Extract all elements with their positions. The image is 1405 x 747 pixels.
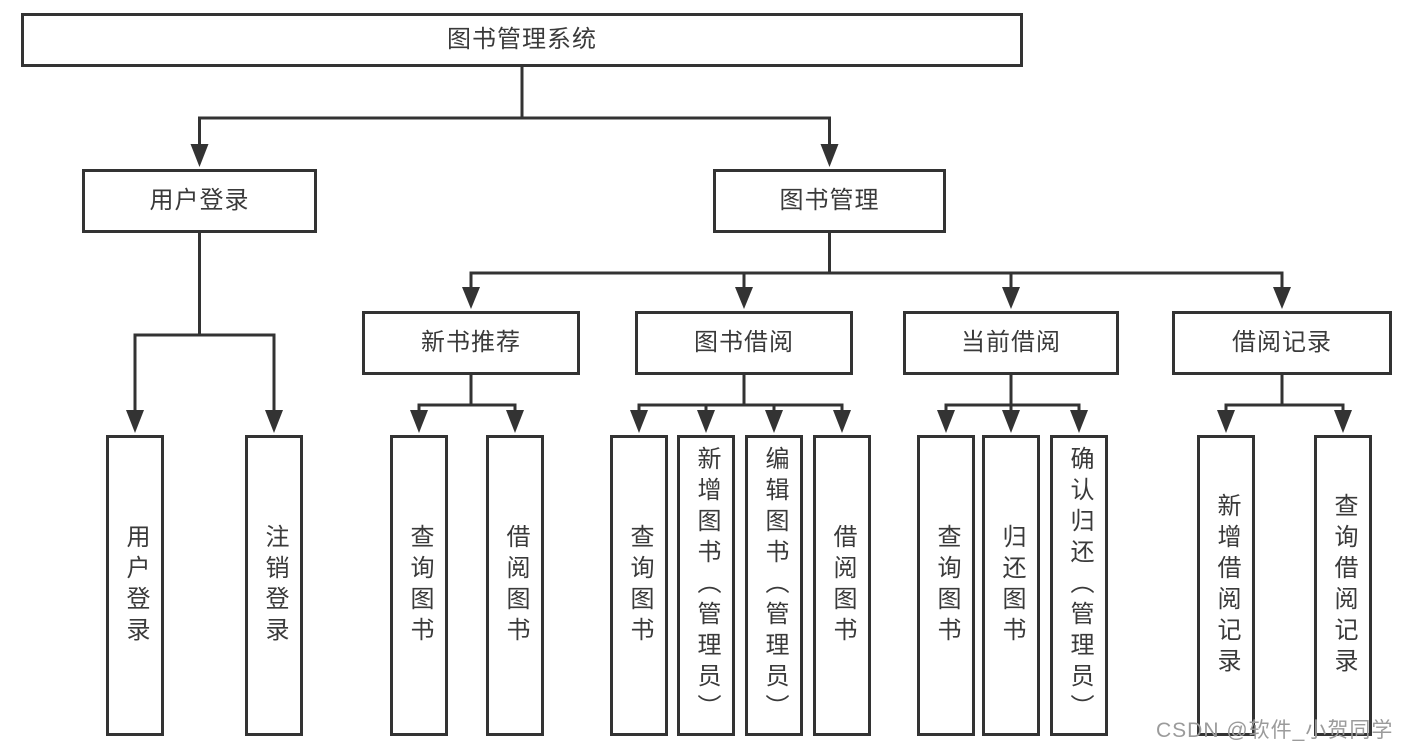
node-query-borrow-record: 查询借阅记录 (1314, 435, 1372, 736)
node-label: 图书管理系统 (447, 26, 597, 53)
arrowheads (126, 144, 1352, 433)
node-label: 借阅记录 (1232, 329, 1332, 356)
node-borrowing-records: 借阅记录 (1172, 311, 1392, 375)
node-borrow-books-recommend: 借阅图书 (486, 435, 544, 736)
node-label: 新书推荐 (421, 329, 521, 356)
node-label: 借阅图书 (829, 523, 856, 648)
node-label: 用户登录 (149, 187, 250, 214)
node-user-login-leaf: 用户登录 (106, 435, 164, 736)
node-book-management-branch: 图书管理 (713, 169, 946, 233)
node-label: 当前借阅 (961, 329, 1061, 356)
node-label: 查询图书 (406, 523, 433, 648)
node-label: 注销登录 (261, 523, 288, 648)
node-label: 查询图书 (626, 523, 653, 648)
node-current-borrowing: 当前借阅 (903, 311, 1119, 375)
node-query-books-current: 查询图书 (917, 435, 975, 736)
node-new-book-recommend: 新书推荐 (362, 311, 580, 375)
node-edit-books-admin: 编辑图书（管理员） (745, 435, 803, 736)
node-label: 图书管理 (779, 187, 880, 214)
node-borrow-books-leaf: 借阅图书 (813, 435, 871, 736)
node-label: 归还图书 (998, 523, 1025, 648)
node-add-books-admin: 新增图书（管理员） (677, 435, 735, 736)
node-label: 新增借阅记录 (1213, 492, 1240, 679)
node-label: 用户登录 (122, 523, 149, 648)
node-library-management-system: 图书管理系统 (21, 13, 1023, 67)
node-label: 查询借阅记录 (1330, 492, 1357, 679)
node-add-borrow-record: 新增借阅记录 (1197, 435, 1255, 736)
node-return-books: 归还图书 (982, 435, 1040, 736)
node-label: 借阅图书 (502, 523, 529, 648)
node-label: 编辑图书（管理员） (761, 446, 788, 725)
node-label: 确认归还（管理员） (1066, 446, 1093, 725)
node-user-login-branch: 用户登录 (82, 169, 317, 233)
node-label: 新增图书（管理员） (693, 446, 720, 725)
node-book-borrowing: 图书借阅 (635, 311, 853, 375)
node-query-books-recommend: 查询图书 (390, 435, 448, 736)
node-confirm-return-admin: 确认归还（管理员） (1050, 435, 1108, 736)
csdn-watermark: CSDN @软件_小贺同学 (1156, 719, 1394, 742)
node-label: 图书借阅 (694, 329, 794, 356)
node-label: 查询图书 (933, 523, 960, 648)
node-logout-leaf: 注销登录 (245, 435, 303, 736)
node-query-books-borrowing: 查询图书 (610, 435, 668, 736)
